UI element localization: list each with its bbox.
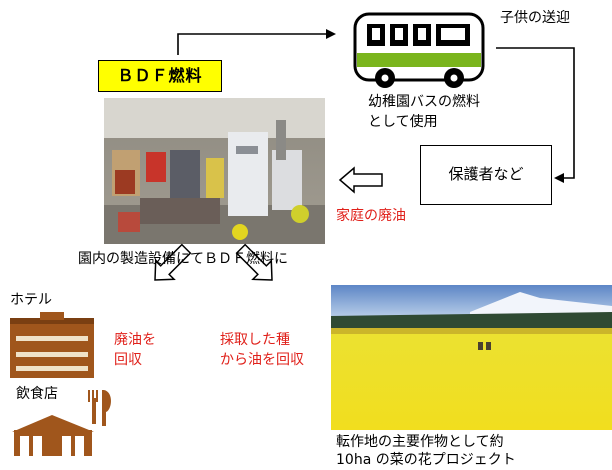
facility-caption: 園内の製造設備にてＢＤＦ燃料に [78,251,288,267]
hollow-arrow-seed-oil [235,243,273,281]
bdf-fuel-label: ＢＤＦ燃料 [98,60,222,92]
hollow-arrow-household-oil [338,166,383,194]
collect-seed-oil-line2: から油を回収 [220,352,304,368]
collect-seed-oil-line1: 採取した種 [220,332,290,348]
child-transport-label: 子供の送迎 [500,10,570,26]
guardians-box: 保護者など [420,145,552,205]
field-caption-line2: 10ha の菜の花プロジェクト [336,452,516,468]
hotel-label: ホテル [10,292,52,308]
household-oil-label: 家庭の廃油 [336,208,406,224]
restaurant-building-icon [12,415,94,456]
arrow-bus-to-guardians [496,47,575,183]
bus-icon [353,12,485,88]
collect-waste-oil-line2: 回収 [114,352,142,368]
collect-waste-oil-line1: 廃油を [114,332,156,348]
arrow-fuel-to-bus [177,29,336,55]
hollow-arrow-waste-oil [154,243,192,281]
restaurant-label: 飲食店 [16,386,58,402]
bus-fuel-caption-line1: 幼稚園バスの燃料 [368,94,480,110]
hotel-building-icon [10,312,94,378]
field-caption-line1: 転作地の主要作物として約 [336,434,504,450]
bus-fuel-caption-line2: として使用 [368,114,438,130]
canola-field-photo [331,285,612,430]
facility-photo [104,98,325,244]
fork-knife-icon [88,390,111,426]
